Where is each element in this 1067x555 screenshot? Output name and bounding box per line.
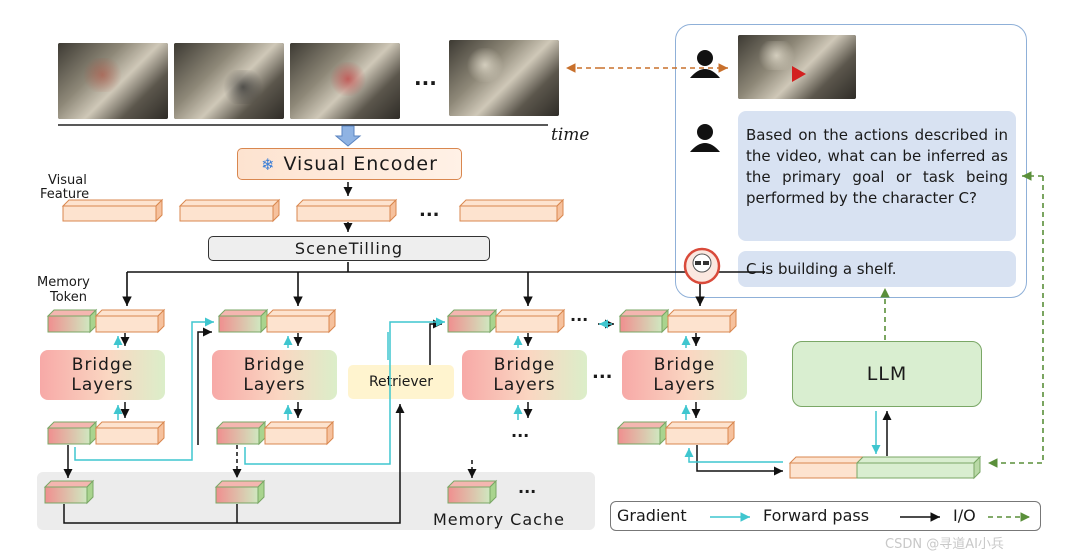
feature-token	[295, 198, 398, 223]
snowflake-icon: ❄	[261, 155, 276, 174]
chat-panel: Based on the actions described in the vi…	[675, 24, 1027, 298]
token-ellipsis-top: ...	[570, 306, 589, 325]
retriever-box: Retriever	[348, 365, 454, 399]
llama-avatar-icon	[683, 247, 721, 285]
bridge-label-1: Bridge	[493, 355, 556, 375]
bridge-layers-2: Bridge Layers	[212, 350, 337, 400]
feature-token	[61, 198, 164, 223]
time-label: time	[551, 125, 590, 145]
question-text: Based on the actions described in the vi…	[746, 126, 1008, 207]
memory-cache-region	[37, 472, 595, 530]
visual-encoder-box: ❄ Visual Encoder	[237, 148, 462, 180]
bridge-layers-3: Bridge Layers	[462, 350, 587, 400]
token-pair-2b	[215, 420, 335, 446]
token-pair-2	[217, 308, 337, 334]
token-ellipsis-down: ...	[511, 422, 530, 441]
cache-token	[446, 479, 498, 505]
token-pair-4	[618, 308, 738, 334]
cache-ellipsis: ...	[518, 478, 537, 497]
token-pair-3	[446, 308, 566, 334]
bridge-label-1: Bridge	[653, 355, 716, 375]
bridge-layers-4: Bridge Layers	[622, 350, 747, 400]
bridge-label-2: Layers	[243, 375, 306, 395]
legend-forward-label: Forward pass	[763, 506, 870, 525]
bridge-ellipsis: ...	[592, 362, 613, 383]
answer-text: C is building a shelf.	[746, 260, 897, 278]
bridge-label-2: Layers	[493, 375, 556, 395]
visual-feature-label-2: Feature	[40, 187, 90, 202]
video-frame-last	[449, 40, 559, 116]
memory-cache-label: Memory Cache	[433, 510, 565, 529]
memory-token-label-2: Token	[50, 290, 87, 305]
bridge-layers-1: Bridge Layers	[40, 350, 165, 400]
memory-token-label-1: Memory	[37, 275, 90, 290]
llm-box: LLM	[792, 341, 982, 407]
cache-token	[214, 479, 266, 505]
visual-feature-tokens	[61, 198, 565, 223]
token-pair-1	[46, 308, 166, 334]
llm-input-tokens	[788, 455, 982, 480]
video-frame-1	[58, 43, 168, 119]
token-pairs-bottom	[46, 420, 736, 446]
cache-token	[43, 479, 95, 505]
answer-bubble: C is building a shelf.	[738, 251, 1016, 287]
bridge-label-1: Bridge	[243, 355, 306, 375]
bridge-label-2: Layers	[653, 375, 716, 395]
user-icon	[690, 50, 720, 78]
play-icon	[792, 66, 806, 82]
feature-ellipsis: ...	[419, 200, 440, 221]
token-pairs-top	[46, 308, 738, 334]
legend: Gradient Forward pass I/O	[610, 501, 1041, 531]
visual-encoder-label: Visual Encoder	[283, 153, 438, 175]
frame-ellipsis: ...	[414, 66, 437, 90]
bridge-label-2: Layers	[71, 375, 134, 395]
memory-cache-tokens	[43, 479, 498, 505]
feature-token	[178, 198, 281, 223]
feature-token	[458, 198, 565, 223]
scenetilling-box: SceneTilling	[208, 236, 490, 261]
legend-gradient-label: Gradient	[617, 506, 687, 525]
video-frame-2	[174, 43, 284, 119]
token-pair-1b	[46, 420, 166, 446]
legend-io-label: I/O	[953, 506, 976, 525]
encoder-input-arrow	[334, 125, 362, 147]
question-bubble: Based on the actions described in the vi…	[738, 111, 1016, 241]
video-frame-3	[290, 43, 400, 119]
bridge-label-1: Bridge	[71, 355, 134, 375]
user-icon	[690, 124, 720, 152]
visual-feature-label-1: Visual	[48, 173, 87, 188]
token-pair-4b	[616, 420, 736, 446]
watermark: CSDN @寻道AI小兵	[885, 537, 1004, 552]
chat-video-thumbnail	[738, 35, 856, 99]
scenetilling-distribution	[122, 262, 765, 306]
